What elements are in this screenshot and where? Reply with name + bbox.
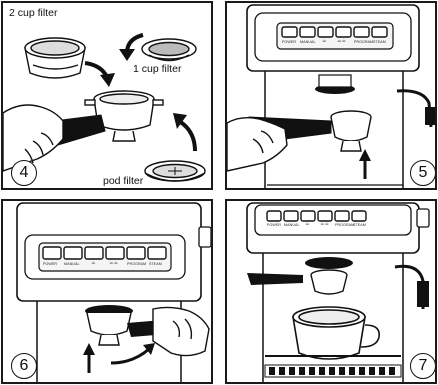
pod-filter-label: pod filter [103,175,144,187]
one-cup-symbol: ☕ [322,38,327,44]
two-cup-filter-label: 2 cup filter [9,7,58,19]
program-button-label: PROGRAM [335,223,355,227]
one-cup-filter-label: 1 cup filter [133,63,182,75]
step-number-badge: 6 [11,353,37,379]
step-6-panel: POWER MANUAL ☕ ☕☕ PROGRAM STEAM 6 [1,199,213,384]
one-cup-filter-basket [141,38,197,62]
power-button-label: POWER [267,223,282,227]
step-6-illustration [16,202,211,382]
arrow-pod-to-holder [177,119,197,152]
control-buttons [42,246,167,260]
drip-tray-grid [264,355,402,378]
program-button-label: PROGRAM [354,40,374,44]
one-cup-symbol: ☕ [305,221,310,227]
coffee-cup [292,306,381,360]
step-number-badge: 4 [11,160,37,186]
step-5-panel: POWER MANUAL ☕ ☕☕ PROGRAM STEAM 5 [225,1,437,190]
pod-filter-basket [144,160,206,182]
power-button-label: POWER [43,262,58,266]
two-cup-symbol: ☕☕ [109,260,118,266]
steam-button-label: STEAM [149,262,162,266]
two-cup-symbol: ☕☕ [320,221,329,227]
two-cup-filter-basket [24,37,86,79]
steam-button-label: STEAM [353,223,366,227]
step-5-illustration [227,4,435,188]
portafilter-holder [84,90,164,142]
steam-button-label: STEAM [373,40,386,44]
step-4-illustration [3,33,206,182]
manual-button-label: MANUAL [64,262,80,266]
program-button-label: PROGRAM [127,262,147,266]
step-number-badge: 5 [410,160,435,186]
power-button-label: POWER [282,40,297,44]
hand-holding-handle [3,104,64,172]
one-cup-symbol: ☕ [91,260,96,266]
step-7-panel: POWER MANUAL ☕ ☕☕ PROGRAM STEAM 7 [225,199,437,384]
two-cup-symbol: ☕☕ [337,38,346,44]
manual-button-label: MANUAL [284,223,300,227]
step-7-illustration [246,202,430,382]
manual-button-label: MANUAL [300,40,316,44]
control-buttons [266,210,367,222]
control-buttons [281,26,388,38]
step-4-panel: 2 cup filter 1 cup filter pod filter 4 [1,1,213,190]
step-number-badge: 7 [410,353,435,379]
